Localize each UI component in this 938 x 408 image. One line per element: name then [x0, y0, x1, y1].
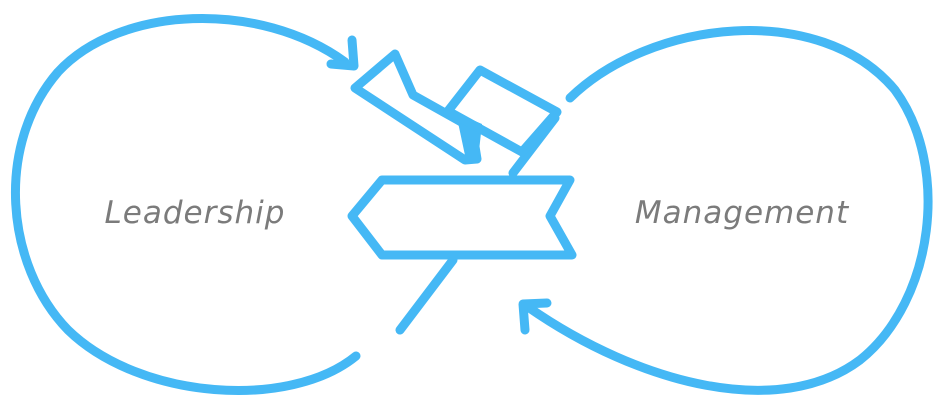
right-loop-arc	[523, 26, 933, 395]
signpost-arrow-icon	[347, 175, 577, 260]
left-loop-arc	[11, 13, 361, 395]
flag-icon	[350, 49, 482, 165]
signpost-pole-lower	[395, 255, 458, 335]
right-loop-arrowhead-icon	[518, 298, 552, 335]
leadership-label: Leadership	[105, 195, 286, 231]
left-loop-arrowhead-icon	[326, 35, 359, 71]
flag-box	[443, 65, 562, 157]
management-label: Management	[635, 195, 850, 231]
